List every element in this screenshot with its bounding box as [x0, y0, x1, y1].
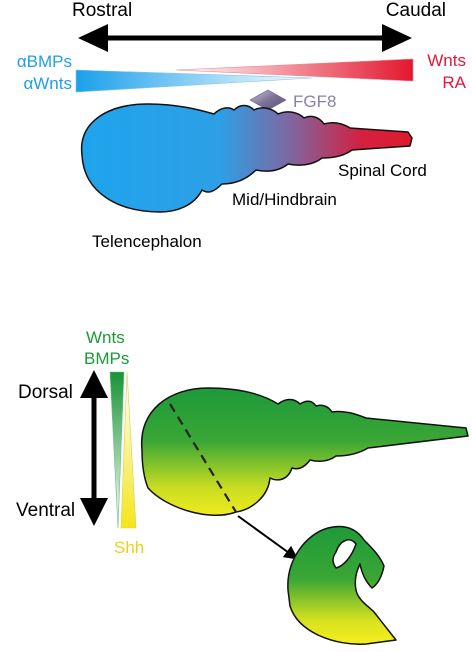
bmps-dorsal-label: BMPs [84, 349, 129, 368]
dorsal-gradient-wedge [109, 371, 125, 529]
top-panel: Rostral Caudal αBMPs αWnts Wnts RA FGF8 … [17, 0, 467, 251]
ventral-label: Ventral [16, 500, 75, 521]
bottom-panel: Wnts BMPs Dorsal Ventral Shh [16, 328, 469, 645]
caudal-gradient-wedge [175, 58, 414, 82]
section-arrow [237, 515, 299, 560]
neural-tube-rostrocaudal [80, 103, 413, 213]
alpha-bmps-label: αBMPs [17, 52, 72, 71]
caudal-label: Caudal [386, 0, 446, 21]
spinal-cord-label: Spinal Cord [338, 161, 427, 180]
fgf8-label: FGF8 [293, 92, 336, 111]
section-plane-line [169, 403, 237, 513]
rostral-gradient-wedge [75, 69, 313, 93]
wnts-caudal-label: Wnts [427, 51, 466, 70]
ventral-gradient-wedge [120, 371, 137, 529]
alpha-wnts-label: αWnts [23, 74, 72, 93]
rostral-caudal-arrow [78, 24, 412, 52]
midhindbrain-label: Mid/Hindbrain [232, 190, 337, 209]
dorsal-ventral-arrow [80, 370, 108, 526]
cross-section [287, 525, 397, 645]
wnts-dorsal-label: Wnts [86, 328, 125, 347]
rostral-label: Rostral [72, 0, 132, 21]
fgf8-diamond [249, 89, 287, 111]
neural-tube-dorsoventral [141, 387, 469, 516]
ra-label: RA [442, 73, 466, 92]
telencephalon-label: Telencephalon [92, 232, 202, 251]
shh-label: Shh [114, 538, 144, 557]
dorsal-label: Dorsal [18, 382, 73, 403]
